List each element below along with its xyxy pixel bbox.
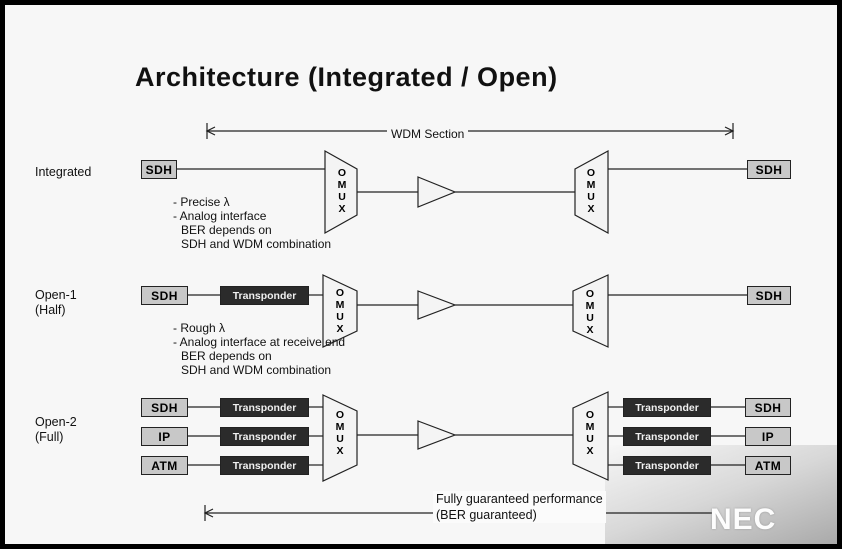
transponder-box: Transponder	[623, 398, 711, 417]
atm-box: ATM	[745, 456, 791, 475]
footer-arrow-left-head	[203, 508, 214, 518]
row2-omux-left	[322, 274, 358, 348]
notes-open-1: - Rough λ - Analog interface at receive …	[173, 321, 346, 377]
sdh-box: SDH	[747, 286, 791, 305]
row2-amplifier	[417, 290, 457, 320]
row-label-integrated: Integrated	[35, 165, 92, 179]
row1-omux-right	[574, 149, 609, 235]
sdh-box: SDH	[141, 286, 188, 305]
wdm-section-label: WDM Section	[387, 127, 469, 141]
ip-box: IP	[141, 427, 188, 446]
row-label-open-1: Open-1 (Half)	[35, 288, 77, 317]
notes-integrated: - Precise λ - Analog interface BER depen…	[173, 195, 332, 251]
transponder-box: Transponder	[220, 456, 309, 475]
sdh-box: SDH	[745, 398, 791, 417]
transponder-box: Transponder	[220, 427, 309, 446]
row2-omux-right	[572, 274, 609, 348]
row3-amplifier	[417, 420, 457, 450]
transponder-box: Transponder	[623, 456, 711, 475]
architecture-diagram	[177, 123, 747, 521]
atm-box: ATM	[141, 456, 188, 475]
transponder-box: Transponder	[220, 286, 309, 305]
row3-omux-right	[572, 391, 609, 481]
row1-omux-left	[324, 149, 358, 235]
row1-amplifier	[417, 176, 457, 208]
slide: Architecture (Integrated / Open) WDM Sec…	[5, 5, 837, 544]
wdm-arrow-left-head	[205, 126, 216, 136]
ip-box: IP	[745, 427, 791, 446]
slide-title: Architecture (Integrated / Open)	[135, 62, 558, 92]
row3-omux-left	[322, 394, 358, 482]
sdh-box: SDH	[141, 160, 177, 179]
wdm-arrow-right-head	[724, 126, 735, 136]
sdh-box: SDH	[141, 398, 188, 417]
row-label-open-2: Open-2 (Full)	[35, 415, 77, 444]
nec-logo: NEC	[710, 503, 777, 536]
transponder-box: Transponder	[623, 427, 711, 446]
guaranteed-performance-label: Fully guaranteed performance (BER guaran…	[433, 491, 606, 523]
transponder-box: Transponder	[220, 398, 309, 417]
sdh-box: SDH	[747, 160, 791, 179]
